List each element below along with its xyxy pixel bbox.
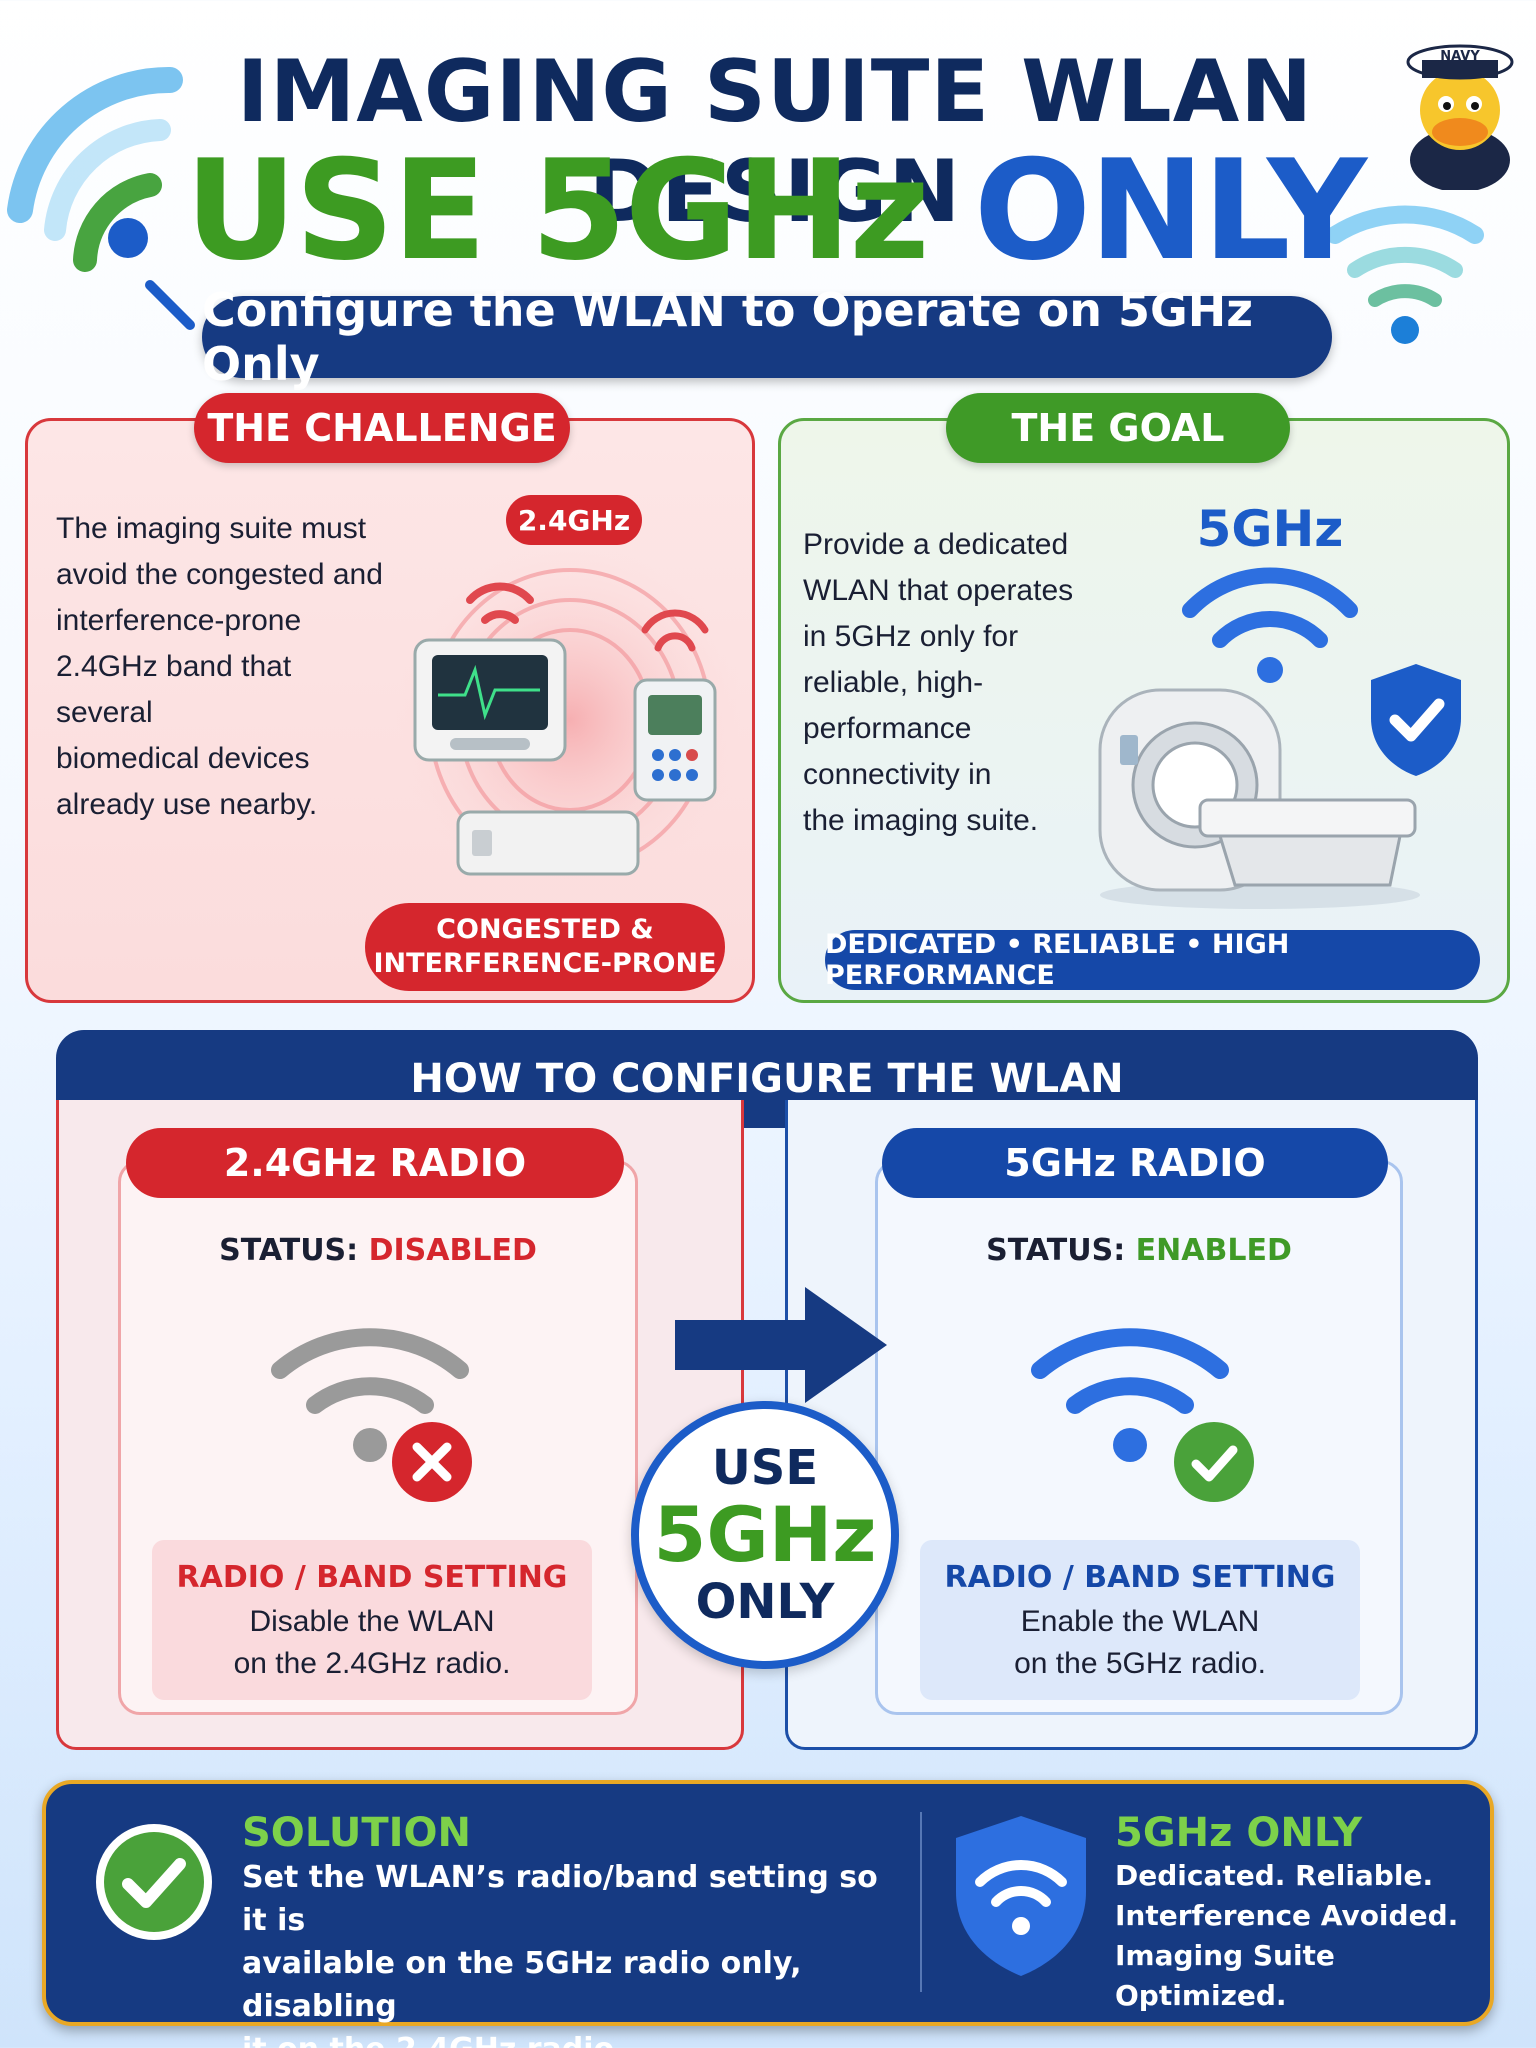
wifi-shield-icon (956, 1816, 1086, 1976)
interference-devices-illustration (395, 545, 740, 895)
only-line: Dedicated. Reliable. (1115, 1859, 1434, 1892)
use-5ghz-only-badge: USE 5GHz ONLY (631, 1401, 899, 1669)
goal-text: Provide a dedicated WLAN that operates i… (803, 522, 1093, 844)
challenge-line: avoid the congested and (56, 558, 383, 591)
goal-line: Provide a dedicated (803, 528, 1069, 561)
radio-24ghz-status: STATUS: DISABLED (118, 1233, 638, 1268)
setting-line: on the 2.4GHz radio. (233, 1647, 511, 1680)
badge-line-use: USE (711, 1440, 819, 1496)
challenge-text: The imaging suite must avoid the congest… (56, 506, 396, 828)
challenge-line: The imaging suite must (56, 512, 367, 545)
goal-line: WLAN that operates (803, 574, 1074, 607)
headline-blue-part: ONLY (973, 130, 1367, 291)
challenge-line: 2.4GHz band that several (56, 650, 292, 729)
x-circle-icon (392, 1422, 472, 1502)
only-line: Interference Avoided. (1115, 1899, 1459, 1932)
setting-line: Enable the WLAN (1020, 1605, 1260, 1638)
radio-5ghz-status: STATUS: ENABLED (875, 1233, 1403, 1268)
mascot-hat-text: NAVY (1440, 49, 1480, 64)
only-title: 5GHz ONLY (1115, 1810, 1363, 1856)
solution-content: SOLUTION Set the WLAN’s radio/band setti… (242, 1810, 902, 2048)
setting-text: Enable the WLAN on the 5GHz radio. (920, 1601, 1360, 1685)
patient-monitor-icon (413, 638, 567, 762)
wifi-disabled-icon (271, 1328, 469, 1462)
arrow-right-icon (675, 1287, 887, 1403)
only-lines: Dedicated. Reliable. Interference Avoide… (1115, 1856, 1475, 2016)
solution-line: it on the 2.4GHz radio. (242, 2028, 902, 2048)
goal-line: performance (803, 712, 972, 745)
solution-check-icon (96, 1824, 212, 1940)
congested-badge: CONGESTED & INTERFERENCE-PRONE (365, 903, 725, 991)
badge-line-only: ONLY (695, 1574, 835, 1630)
shield-check-icon (1371, 664, 1461, 776)
page-title: IMAGING SUITE WLAN DESIGN (236, 42, 1314, 242)
band-tag-24ghz: 2.4GHz (506, 495, 642, 545)
setting-text: Disable the WLAN on the 2.4GHz radio. (152, 1601, 592, 1685)
radio-24ghz-setting-box: RADIO / BAND SETTING Disable the WLAN on… (152, 1540, 592, 1700)
solution-text: Set the WLAN’s radio/band setting so it … (242, 1856, 902, 2048)
wifi-enabled-icon (1031, 1328, 1229, 1462)
solution-bar (42, 1780, 1494, 2026)
solution-divider (920, 1812, 922, 1992)
challenge-line: already use nearby. (56, 788, 318, 821)
status-label: STATUS: (986, 1233, 1126, 1268)
setting-line: on the 5GHz radio. (1014, 1647, 1266, 1680)
solution-title: SOLUTION (242, 1810, 472, 1856)
radio-5ghz-heading: 5GHz RADIO (882, 1128, 1388, 1198)
setting-line: Disable the WLAN (249, 1605, 495, 1638)
page-headline: USE 5GHz ONLY (150, 142, 1400, 280)
only-content: 5GHz ONLY Dedicated. Reliable. Interfere… (1115, 1810, 1475, 2016)
duck-mascot-icon: NAVY (1406, 44, 1514, 190)
solution-line: Set the WLAN’s radio/band setting so it … (242, 1860, 878, 1938)
badge-line-5ghz: 5GHz (653, 1490, 877, 1579)
goal-line: in 5GHz only for (803, 620, 1019, 653)
check-circle-icon (1174, 1422, 1254, 1502)
mri-scanner-icon (1098, 688, 1420, 909)
congested-line-1: CONGESTED & (436, 914, 654, 945)
subtitle-banner: Configure the WLAN to Operate on 5GHz On… (202, 283, 1332, 391)
status-label: STATUS: (219, 1233, 359, 1268)
wifi-decoration-right-icon (1326, 205, 1484, 344)
medical-device-icon (633, 678, 717, 802)
status-value-enabled: ENABLED (1135, 1233, 1292, 1268)
setting-title: RADIO / BAND SETTING (176, 1560, 568, 1595)
wifi-decoration-left-icon (7, 66, 195, 330)
radio-5ghz-setting-box: RADIO / BAND SETTING Enable the WLAN on … (920, 1540, 1360, 1700)
goal-tagline: DEDICATED • RELIABLE • HIGH PERFORMANCE (825, 929, 1480, 991)
solution-line: available on the 5GHz radio only, disabl… (242, 1946, 802, 2024)
goal-line: connectivity in (803, 758, 992, 791)
goal-wifi-icon (1182, 567, 1358, 683)
challenge-heading: THE CHALLENGE (194, 393, 570, 463)
challenge-line: biomedical devices (56, 742, 310, 775)
challenge-line: interference-prone (56, 604, 302, 637)
goal-band-label: 5GHz (1196, 500, 1344, 558)
congested-line-2: INTERFERENCE-PRONE (373, 948, 717, 979)
goal-line: reliable, high- (803, 666, 984, 699)
only-line: Imaging Suite Optimized. (1115, 1939, 1335, 2012)
radio-24ghz-heading: 2.4GHz RADIO (126, 1128, 624, 1198)
headline-green-part: USE 5GHz (184, 130, 930, 291)
status-value-disabled: DISABLED (368, 1233, 537, 1268)
goal-line: the imaging suite. (803, 804, 1039, 837)
setting-title: RADIO / BAND SETTING (944, 1560, 1336, 1595)
goal-heading: THE GOAL (946, 393, 1290, 463)
